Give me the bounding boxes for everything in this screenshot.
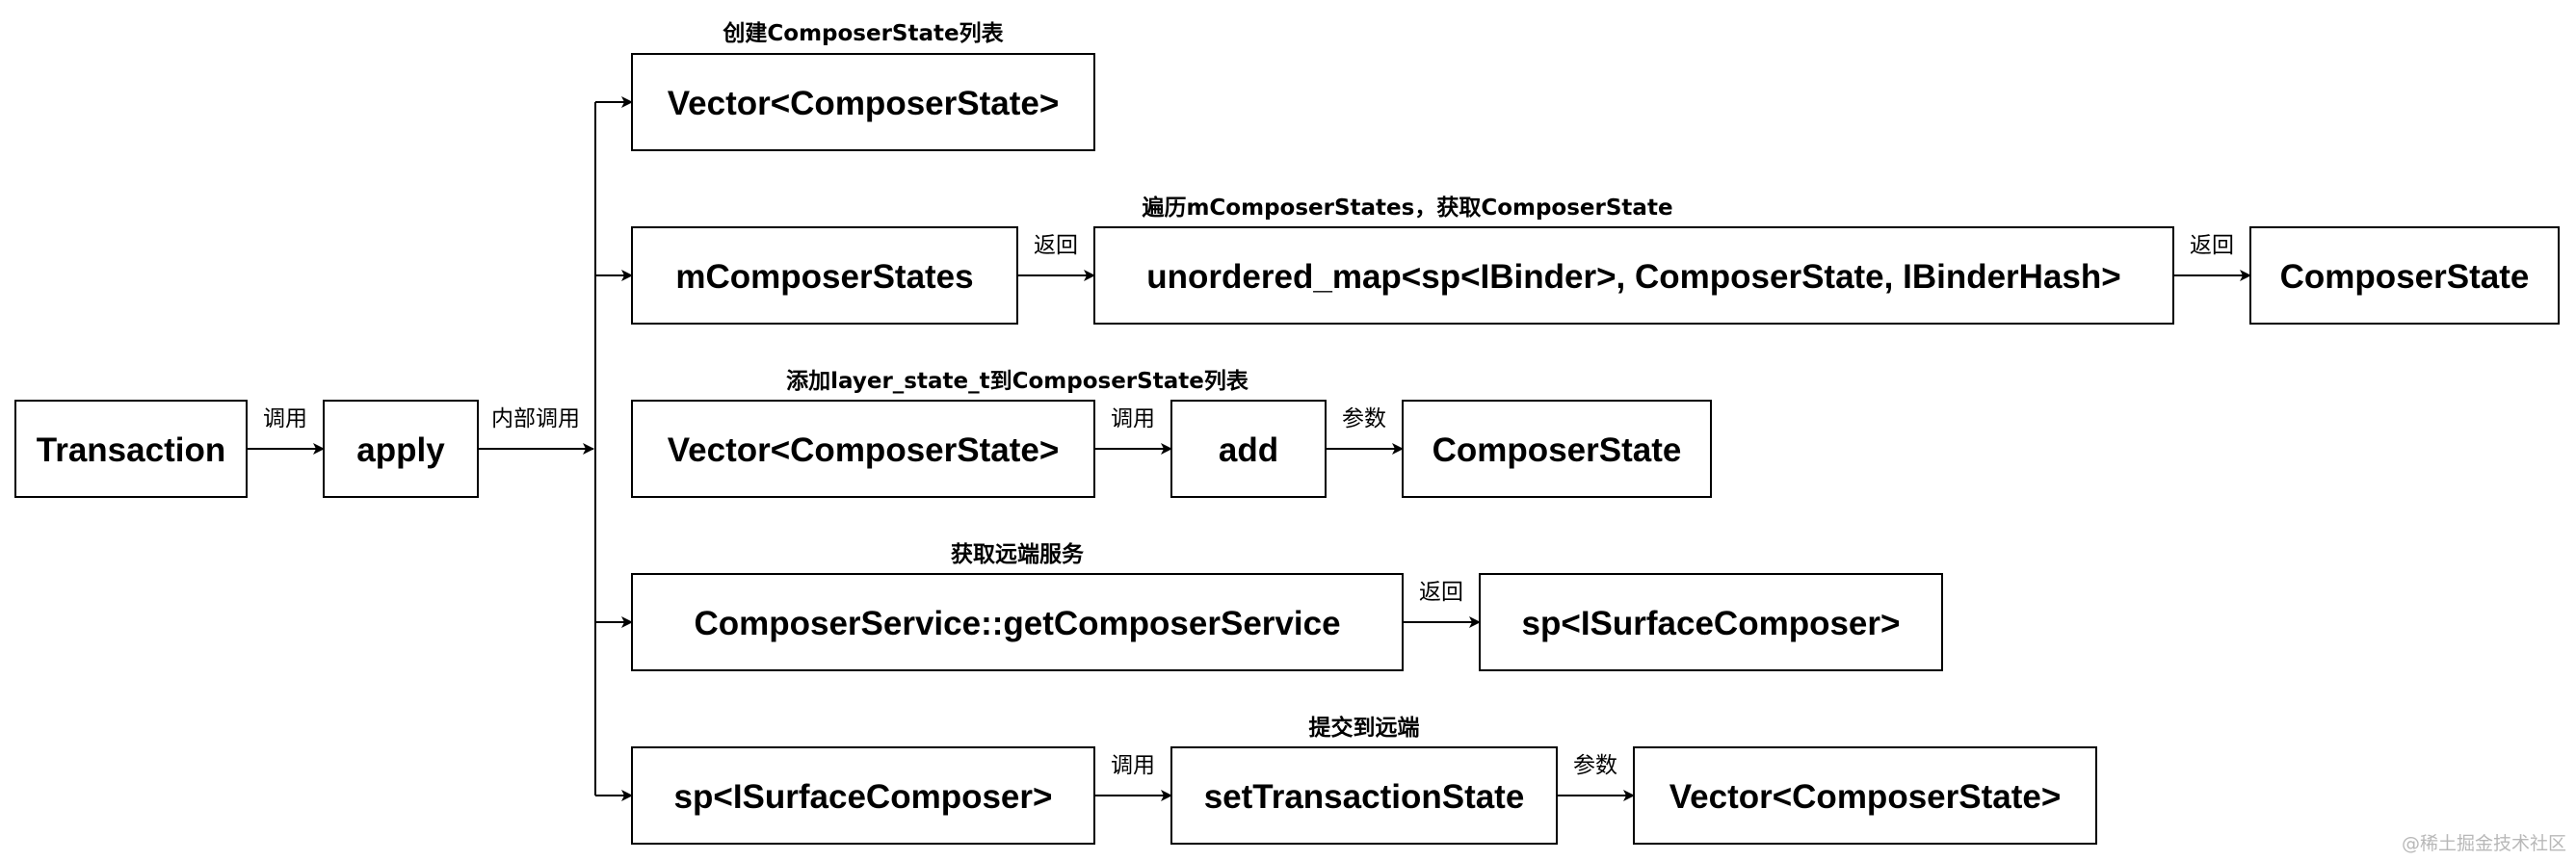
node-add: add xyxy=(1170,400,1327,498)
node-add-label: add xyxy=(1219,431,1278,469)
node-add-box xyxy=(1170,400,1327,498)
node-get-composer-service: ComposerService::getComposerService xyxy=(631,573,1404,671)
node-get-composer-service-box xyxy=(631,573,1404,671)
annotation-create-list: 创建ComposerState列表 xyxy=(722,21,1004,46)
node-composerstate-result: ComposerState xyxy=(2249,226,2560,325)
node-composerstate-param-box xyxy=(1402,400,1712,498)
node-mcomposerstates: mComposerStates xyxy=(631,226,1018,325)
edge-label-param-add: 参数 xyxy=(1342,406,1386,431)
node-unordered-map-box xyxy=(1093,226,2174,325)
node-sp-surface-composer-result-box xyxy=(1479,573,1943,671)
watermark: @稀土掘金技术社区 xyxy=(2402,833,2566,854)
node-vector-create-label: Vector<ComposerState> xyxy=(668,85,1060,122)
node-composerstate-param-label: ComposerState xyxy=(1433,431,1682,469)
node-vector-add-box xyxy=(631,400,1095,498)
node-apply-label: apply xyxy=(356,431,445,469)
annotation-iterate: 遍历mComposerStates，获取ComposerState xyxy=(1142,195,1672,221)
node-composerstate-param: ComposerState xyxy=(1402,400,1712,498)
node-apply: apply xyxy=(323,400,479,498)
node-apply-box xyxy=(323,400,479,498)
node-unordered-map: unordered_map<sp<IBinder>, ComposerState… xyxy=(1093,226,2174,325)
edge-label-return-service: 返回 xyxy=(1419,580,1463,605)
node-transaction: Transaction xyxy=(14,400,248,498)
edge-label-call-set: 调用 xyxy=(1111,753,1155,778)
edge-label-internal-call: 内部调用 xyxy=(491,406,580,431)
node-sp-surface-composer-label: sp<ISurfaceComposer> xyxy=(674,778,1053,816)
node-mcomposerstates-label: mComposerStates xyxy=(675,258,973,296)
node-sp-surface-composer-result-label: sp<ISurfaceComposer> xyxy=(1522,605,1901,642)
node-sp-surface-composer-result: sp<ISurfaceComposer> xyxy=(1479,573,1943,671)
node-vector-add: Vector<ComposerState> xyxy=(631,400,1095,498)
node-composerstate-result-box xyxy=(2249,226,2560,325)
annotation-submit-remote: 提交到远端 xyxy=(1309,715,1420,741)
node-sp-surface-composer: sp<ISurfaceComposer> xyxy=(631,746,1095,845)
node-vector-param: Vector<ComposerState> xyxy=(1633,746,2097,845)
node-mcomposerstates-box xyxy=(631,226,1018,325)
node-vector-create: Vector<ComposerState> xyxy=(631,53,1095,151)
node-set-transaction-state: setTransactionState xyxy=(1170,746,1558,845)
node-set-transaction-state-box xyxy=(1170,746,1558,845)
edges xyxy=(247,96,2251,801)
node-composerstate-result-label: ComposerState xyxy=(2280,258,2530,296)
edge-label-param-set: 参数 xyxy=(1573,753,1617,778)
node-set-transaction-state-label: setTransactionState xyxy=(1204,778,1525,816)
node-transaction-label: Transaction xyxy=(37,431,225,469)
node-vector-add-label: Vector<ComposerState> xyxy=(668,431,1060,469)
edge-label-return-state: 返回 xyxy=(2190,233,2234,258)
node-vector-param-label: Vector<ComposerState> xyxy=(1669,778,2062,816)
node-sp-surface-composer-box xyxy=(631,746,1095,845)
node-unordered-map-label: unordered_map<sp<IBinder>, ComposerState… xyxy=(1146,258,2120,296)
annotation-add-layer: 添加layer_state_t到ComposerState列表 xyxy=(786,369,1249,394)
node-get-composer-service-label: ComposerService::getComposerService xyxy=(694,605,1340,642)
node-vector-create-box xyxy=(631,53,1095,151)
annotation-get-remote: 获取远端服务 xyxy=(951,542,1085,567)
edge-label-call-add: 调用 xyxy=(1111,406,1155,431)
node-transaction-box xyxy=(14,400,248,498)
edge-label-return-map: 返回 xyxy=(1034,233,1078,258)
edge-label-call-apply: 调用 xyxy=(263,406,307,431)
node-vector-param-box xyxy=(1633,746,2097,845)
